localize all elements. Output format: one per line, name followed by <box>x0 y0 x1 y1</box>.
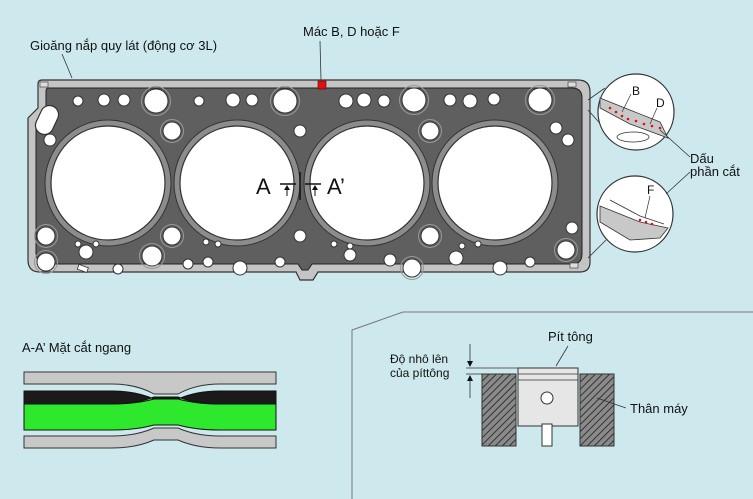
gasket-hole <box>214 240 222 248</box>
gasket-hole <box>225 92 241 108</box>
gasket-hole <box>343 248 357 262</box>
gasket-hole-ring <box>418 224 442 248</box>
piston-body <box>517 367 579 427</box>
oil-passage <box>34 104 60 136</box>
gasket-hole <box>43 133 57 147</box>
gasket-hole <box>448 250 464 266</box>
gasket-hole <box>92 240 100 248</box>
gasket-hole-ring <box>525 85 555 115</box>
gasket-hole <box>162 226 182 246</box>
gasket-hole-ring <box>400 256 424 280</box>
gasket-hole-ring <box>160 119 184 143</box>
callout-d-label: D <box>656 96 665 110</box>
gasket-hole <box>193 95 205 107</box>
gasket-hole <box>274 256 286 268</box>
section-a-prime-label: A’ <box>327 174 345 199</box>
piston-pin <box>540 391 554 405</box>
gasket-hole <box>293 229 307 243</box>
callout-b-label: B <box>632 84 640 98</box>
gasket-hole <box>462 93 478 109</box>
cylinder-bore <box>173 119 301 247</box>
gasket-hole <box>458 242 466 250</box>
gasket-hole <box>162 121 182 141</box>
engine-block-right <box>579 373 615 447</box>
section-a-label: A <box>256 174 271 199</box>
cylinder-bore <box>44 119 172 247</box>
notch-label-line1: Dấu <box>690 151 714 166</box>
gasket-hole <box>245 93 259 107</box>
piston-diagram <box>466 344 627 447</box>
marking-square <box>317 80 327 90</box>
gasket-hole <box>346 242 354 250</box>
gasket-hole <box>377 94 391 108</box>
gasket-hole-ring <box>554 238 578 262</box>
cylinder-bore <box>431 119 559 247</box>
gasket-hole <box>492 260 508 276</box>
gasket-hole <box>36 252 56 272</box>
gasket-hole-ring <box>139 243 165 269</box>
callout-f: F <box>587 175 674 259</box>
gasket-hole <box>402 258 422 278</box>
gasket-hole-ring <box>399 85 429 115</box>
gasket-hole-ring <box>34 224 58 248</box>
gasket-hole <box>117 93 131 107</box>
engine-block-left <box>481 373 517 447</box>
gasket-hole <box>272 88 298 114</box>
gasket-hole-ring <box>34 250 58 274</box>
gasket-hole <box>487 92 501 106</box>
gasket-hole-ring <box>160 224 184 248</box>
gasket-hole <box>141 245 163 267</box>
callout-f-label: F <box>647 183 654 197</box>
cross-section: A-A’ Mặt cắt ngang <box>22 340 277 449</box>
gasket-hole-ring <box>418 119 442 143</box>
gasket-hole <box>97 93 111 107</box>
gasket-hole <box>383 253 397 267</box>
gasket-hole <box>74 240 82 248</box>
piston-panel-border <box>351 311 753 499</box>
gasket-hole <box>338 93 354 109</box>
gasket-hole <box>143 88 169 114</box>
notch-label-line2: phần cắt <box>690 164 740 179</box>
gasket-hole <box>556 240 576 260</box>
gasket-hole <box>565 221 579 235</box>
gasket-hole <box>293 124 307 138</box>
gasket-hole-ring <box>270 86 300 116</box>
protrusion-label-line1: Độ nhô lên <box>390 352 448 366</box>
gasket-holes <box>34 85 579 280</box>
marking-label: Mác B, D hoặc F <box>303 24 400 39</box>
protrusion-label-line2: của píttông <box>390 366 449 380</box>
section-line <box>280 172 321 200</box>
gasket-hole <box>420 121 440 141</box>
piston-label: Pít tông <box>548 329 593 344</box>
engine-block-label: Thân máy <box>630 401 688 416</box>
callout-bd: B D <box>587 73 675 151</box>
gasket-hole-ring <box>141 86 171 116</box>
gasket-slot <box>76 263 89 274</box>
gasket-hole <box>182 258 194 270</box>
connecting-rod <box>541 423 553 447</box>
gasket-hole <box>549 121 563 135</box>
gasket-title-label: Gioăng nắp quy lát (động cơ 3L) <box>30 38 217 53</box>
gasket-hole <box>330 240 338 248</box>
cross-section-title: A-A’ Mặt cắt ngang <box>22 340 131 355</box>
gasket-hole <box>112 263 124 275</box>
gasket-hole <box>401 87 427 113</box>
gasket-hole <box>420 226 440 246</box>
gasket-hole <box>202 256 214 268</box>
gasket-hole <box>524 256 536 268</box>
gasket-hole <box>356 92 372 108</box>
gasket-hole <box>36 226 56 246</box>
cylinder-bore <box>303 119 431 247</box>
gasket-hole <box>72 95 84 107</box>
gasket-hole <box>443 93 457 107</box>
gasket-hole <box>561 133 575 147</box>
gasket-hole <box>78 244 94 260</box>
gasket-hole <box>232 260 248 276</box>
gasket-hole <box>527 87 553 113</box>
gasket-hole <box>474 240 482 248</box>
cylinder-bores <box>44 119 559 247</box>
gasket-hole <box>202 238 210 246</box>
